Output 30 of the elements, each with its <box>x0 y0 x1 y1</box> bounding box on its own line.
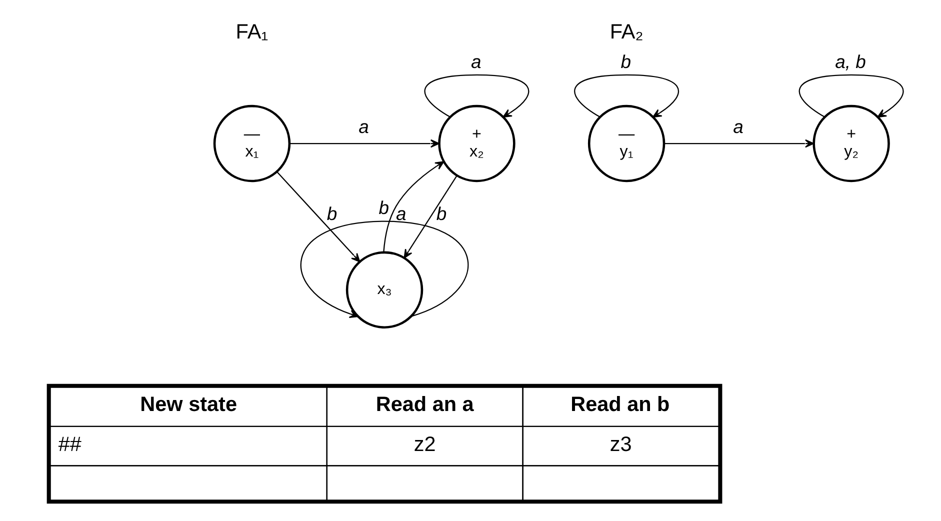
edge-label: a, b <box>835 50 866 72</box>
arrow <box>798 74 904 118</box>
arrow <box>404 175 458 258</box>
edge-label: b <box>326 202 338 224</box>
node-circle: — x₁ <box>213 104 291 182</box>
label: z2 <box>414 433 436 456</box>
node-circle: — y₁ <box>588 104 666 182</box>
arrow <box>300 220 468 318</box>
label: ## <box>58 433 82 456</box>
label: FA₂ <box>610 20 644 44</box>
arrow <box>664 139 814 148</box>
label: FA₁ <box>236 20 268 44</box>
label: z3 <box>610 433 632 456</box>
edge-label: b <box>436 202 447 224</box>
arrow <box>574 74 679 118</box>
edge-label: b <box>378 197 390 218</box>
edge-label: a <box>358 116 369 137</box>
arrow <box>424 74 530 118</box>
label: New state <box>140 392 237 416</box>
edge-label: a <box>396 202 406 224</box>
node-circle: + x₂ <box>438 104 516 182</box>
label: Read an b <box>570 392 670 416</box>
edge-label: a <box>733 116 744 137</box>
edge-label: a <box>470 50 482 72</box>
arrow <box>383 161 444 252</box>
arrow <box>276 171 360 262</box>
label: Read an a <box>376 392 474 416</box>
edge-label: b <box>620 50 632 72</box>
node-circle: + y₂ <box>812 104 890 182</box>
arrow <box>290 139 440 148</box>
